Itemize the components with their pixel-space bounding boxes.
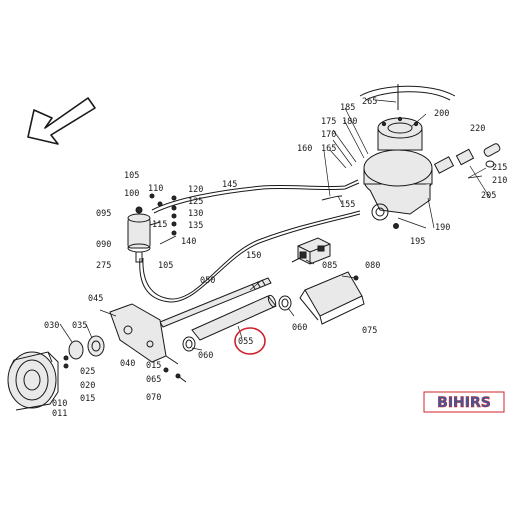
part-label-120: 120 [188,185,203,195]
part-label-200: 200 [434,109,449,119]
part-label-040: 040 [120,359,135,369]
part-label-105-bottom: 105 [158,261,173,271]
part-label-015-mid: 015 [146,361,161,371]
part-label-215: 215 [492,163,507,173]
part-label-100: 100 [124,189,139,199]
part-label-125: 125 [188,197,203,207]
rings-060 [182,295,292,352]
part-label-015-low: 015 [80,394,95,404]
part-label-275: 275 [96,261,111,271]
coupling-030 [63,335,105,369]
part-label-105-top: 105 [124,171,139,181]
cylinder-090 [127,206,161,263]
part-label-060-left: 060 [198,351,213,361]
part-label-060-right: 060 [292,323,307,333]
part-label-175: 175 [321,117,336,127]
part-labels: 265 200 185 180 175 170 165 160 220 215 … [44,97,507,419]
hose-lines [139,179,361,303]
part-label-090: 090 [96,240,111,250]
shaft-parts-right [433,143,501,174]
part-label-095: 095 [96,209,111,219]
part-label-265: 265 [362,97,377,107]
logo-watermark: BIHIRS [423,391,505,413]
part-label-070: 070 [146,393,161,403]
leader-lines [59,99,491,351]
part-label-035: 035 [72,321,87,331]
part-label-145: 145 [222,180,237,190]
logo-text: BIHIRS [437,395,491,411]
part-label-075: 075 [362,326,377,336]
gearbox-190 [359,84,456,229]
cover-075 [299,271,365,325]
valve-block-085 [291,237,331,265]
direction-arrow-icon [27,97,96,145]
part-label-011: 011 [52,409,67,419]
part-label-025: 025 [80,367,95,377]
part-label-185: 185 [340,103,355,113]
part-label-055: 055 [238,337,253,347]
part-label-080: 080 [365,261,380,271]
part-label-170: 170 [321,130,336,140]
part-label-045: 045 [88,294,103,304]
part-label-155: 155 [340,200,355,210]
part-label-085: 085 [322,261,337,271]
part-label-160: 160 [297,144,312,154]
part-label-010: 010 [52,399,67,409]
part-label-020: 020 [80,381,95,391]
part-label-190: 190 [435,223,450,233]
part-label-130: 130 [188,209,203,219]
part-label-140: 140 [181,237,196,247]
part-label-220: 220 [470,124,485,134]
part-label-110: 110 [148,184,163,194]
part-label-065: 065 [146,375,161,385]
part-label-030: 030 [44,321,59,331]
part-label-050: 050 [200,276,215,286]
part-label-210: 210 [492,176,507,186]
part-label-165: 165 [321,144,336,154]
highlight-055 [234,327,266,355]
bracket-040 [109,303,179,365]
fittings-column [149,193,177,236]
tube-055 [191,294,277,341]
shaft-050 [159,277,272,328]
part-label-115: 115 [152,220,167,230]
part-label-135: 135 [188,221,203,231]
part-label-205: 205 [481,191,496,201]
part-label-195: 195 [410,237,425,247]
drum-010 [7,351,59,411]
part-label-150: 150 [246,251,261,261]
part-label-180: 180 [342,117,357,127]
screws-lower [163,367,187,383]
